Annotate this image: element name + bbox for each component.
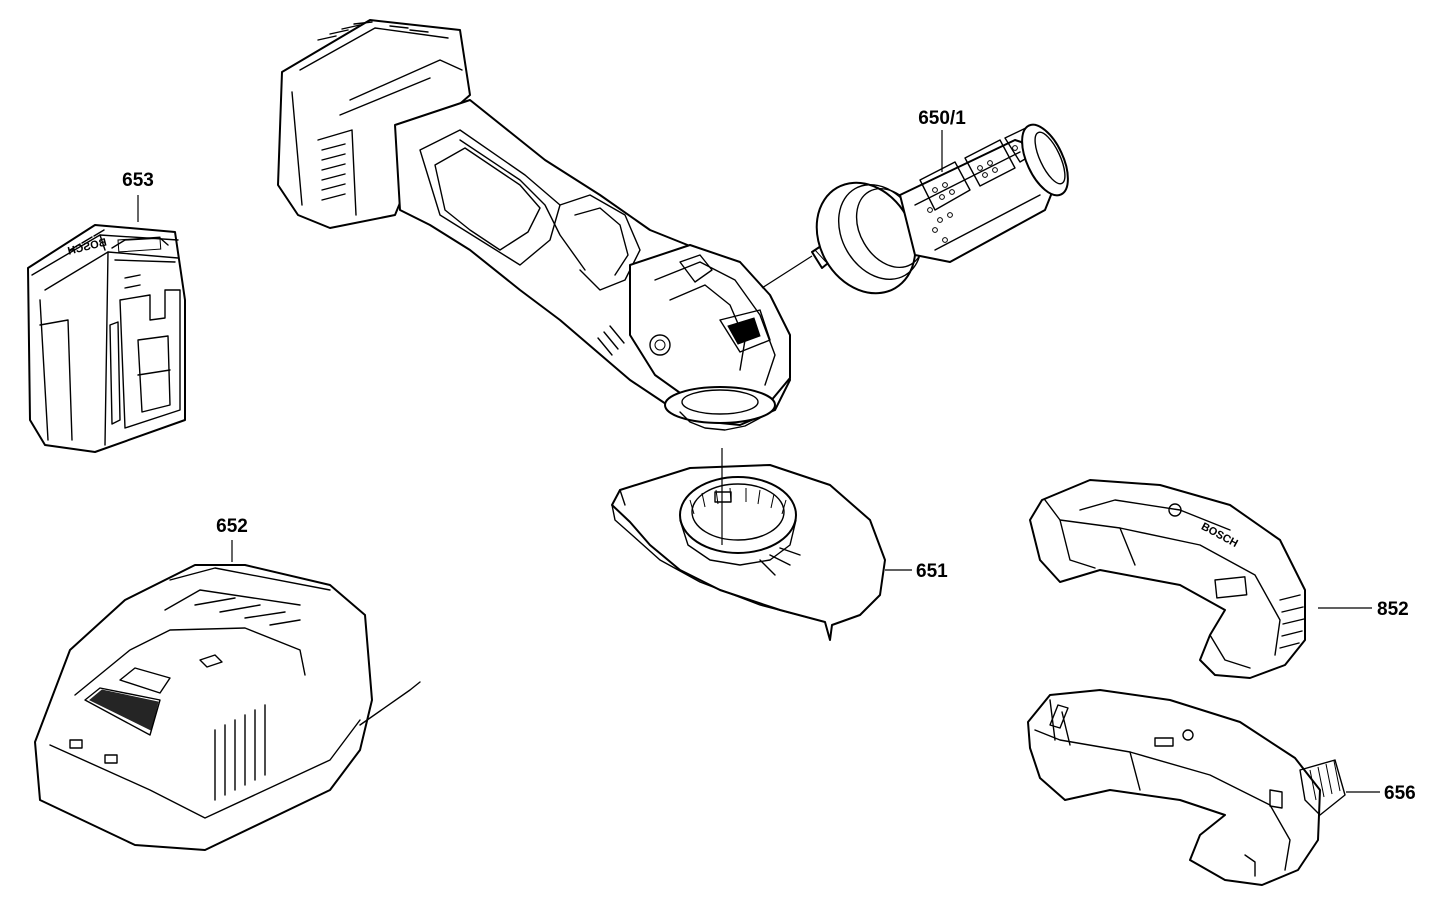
label-852: 852	[1377, 599, 1409, 620]
label-650-1: 650/1	[918, 108, 966, 129]
label-651: 651	[916, 561, 948, 582]
label-652: 652	[216, 516, 248, 537]
dust-guard	[1027, 689, 1346, 886]
label-656: 656	[1384, 783, 1416, 804]
leader-lines	[137, 130, 1380, 793]
wheel-guard	[611, 464, 886, 641]
auxiliary-handle	[811, 123, 1069, 295]
battery-charger	[34, 564, 421, 851]
label-653: 653	[122, 170, 154, 191]
battery-pack: BOSCH	[27, 224, 186, 453]
cutting-guard: BOSCH	[1029, 479, 1306, 679]
part-labels: 653 650/1 652 651 852 656	[122, 108, 1416, 804]
angle-grinder-body	[277, 19, 791, 431]
